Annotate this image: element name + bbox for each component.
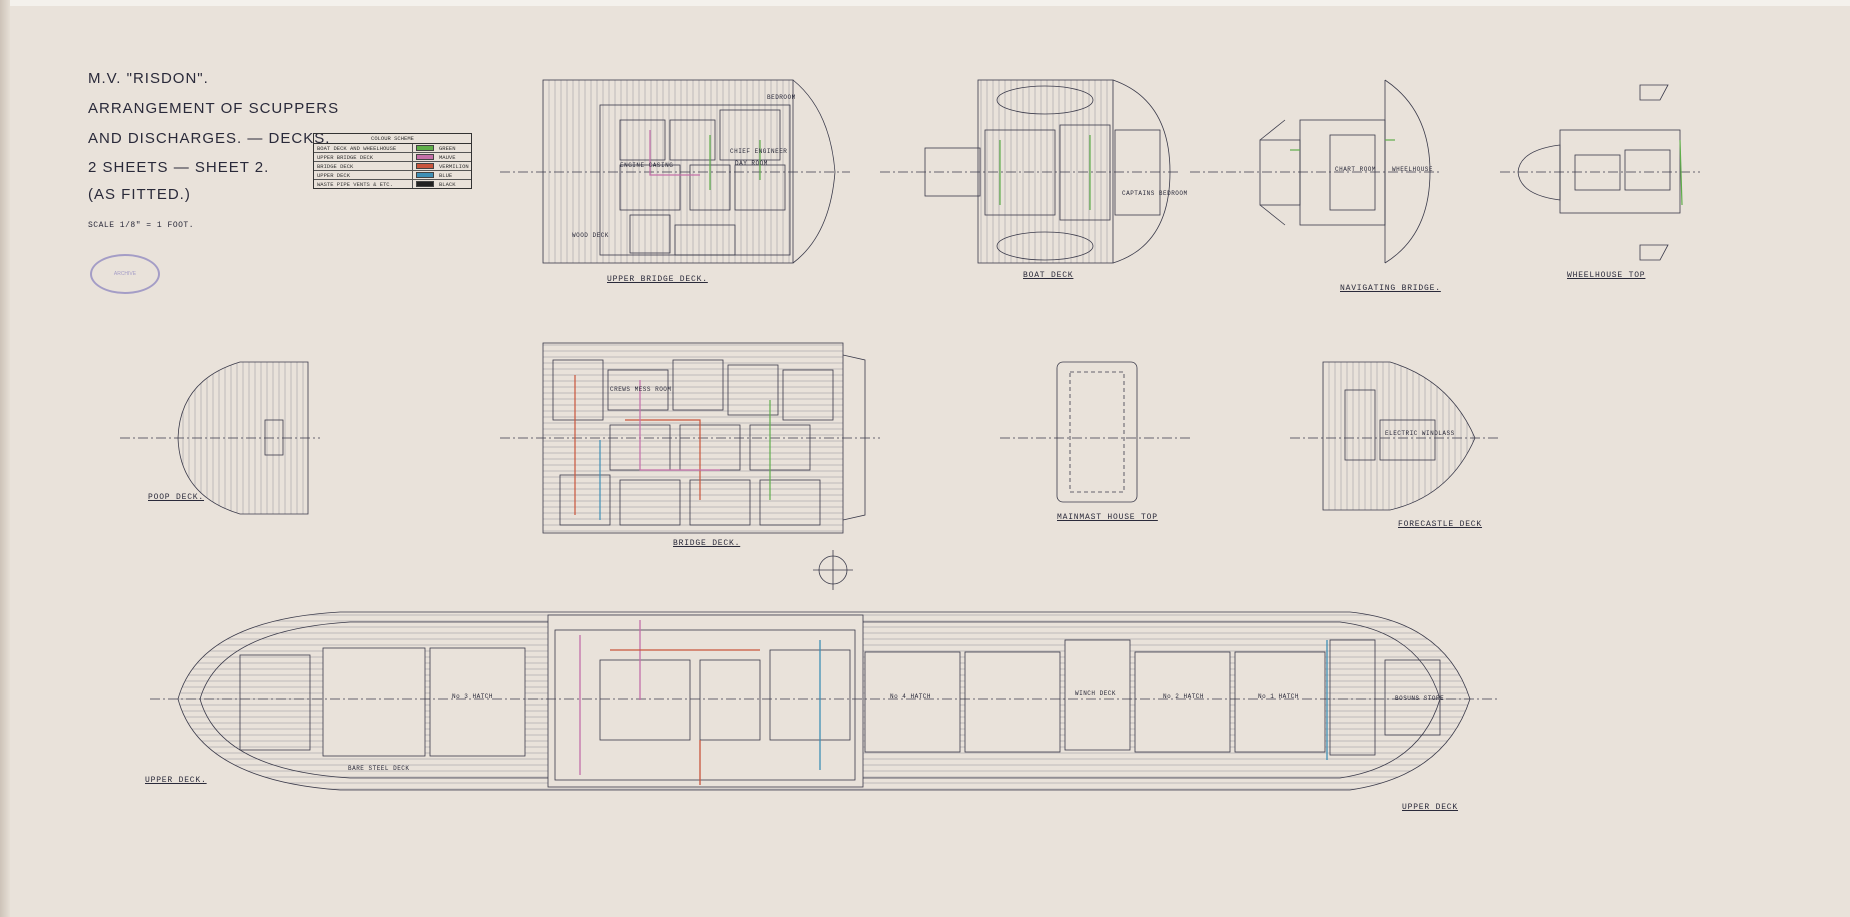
room-no2-hatch: No 2 HATCH [1163,693,1205,700]
label-wheelhouse-top: WHEELHOUSE TOP [1567,271,1646,280]
label-bridge-deck: BRIDGE DECK. [673,539,741,548]
label-upper-deck-right: UPPER DECK [1402,803,1459,812]
room-no1-hatch: No 1 HATCH [1258,693,1300,700]
wheelhouse-top-plan [1500,84,1700,261]
forecastle-deck-plan [1290,361,1500,511]
label-navigating-bridge: NAVIGATING BRIDGE. [1340,284,1441,293]
room-bare-steel-deck: BARE STEEL DECK [348,765,410,772]
room-winch-deck: WINCH DECK [1075,690,1117,697]
label-upper-deck-left: UPPER DECK. [145,776,207,785]
room-day-room: DAY ROOM [735,160,768,167]
room-bedroom: BEDROOM [767,94,796,101]
mainmast-house-top-plan [1000,361,1190,503]
poop-deck-plan [120,361,320,515]
room-crews-mess-room: CREWS MESS ROOM [610,386,672,393]
legend-swatch [416,154,434,160]
room-electric-windlass: ELECTRIC WINDLASS [1385,430,1455,437]
title-line-2: ARRANGEMENT OF SCUPPERS [88,100,340,117]
room-captains-bedroom: CAPTAINS BEDROOM [1122,190,1188,197]
label-forecastle-deck: FORECASTLE DECK [1398,520,1483,529]
legend-swatch [416,172,434,178]
upper-bridge-deck-plan [500,79,850,264]
title-scale: SCALE 1/8" = 1 FOOT. [88,221,195,230]
title-ship-name: M.V. "RISDON". [88,70,209,87]
paper-top-edge [0,0,1850,6]
room-bosuns-store: BOSUNS STORE [1395,695,1445,702]
room-chief-engineer: CHIEF ENGINEER [730,148,788,155]
label-upper-bridge-deck: UPPER BRIDGE DECK. [607,275,708,284]
navigating-bridge-plan [1190,79,1440,264]
label-boat-deck: BOAT DECK [1023,271,1074,280]
room-engine-casing: ENGINE CASING [620,162,674,169]
label-mainmast-house-top: MAINMAST HOUSE TOP [1057,513,1158,522]
title-line-4: 2 SHEETS — SHEET 2. [88,159,270,176]
paper-left-edge [0,0,10,917]
title-line-3: AND DISCHARGES. — DECKS. [88,130,331,147]
legend-swatch [416,163,434,169]
archive-stamp: ARCHIVE [90,254,160,294]
legend-swatch [416,145,434,151]
room-wood-deck: WOOD DECK [572,232,609,239]
room-no3-hatch: No 3 HATCH [452,693,494,700]
bridge-deck-plan [500,342,880,534]
boat-deck-plan [880,79,1180,264]
room-no4-hatch: No 4 HATCH [890,693,932,700]
legend-row: WASTE PIPE VENTS & ETC.BLACK [314,180,471,188]
upper-deck-plan [150,550,1500,791]
room-wheelhouse: WHEELHOUSE [1392,166,1434,173]
label-poop-deck: POOP DECK. [148,493,205,502]
legend-heading: COLOUR SCHEME [314,134,471,144]
legend-swatch [416,181,434,187]
room-chart-room: CHART ROOM [1335,166,1377,173]
title-line-5: (AS FITTED.) [88,186,191,203]
